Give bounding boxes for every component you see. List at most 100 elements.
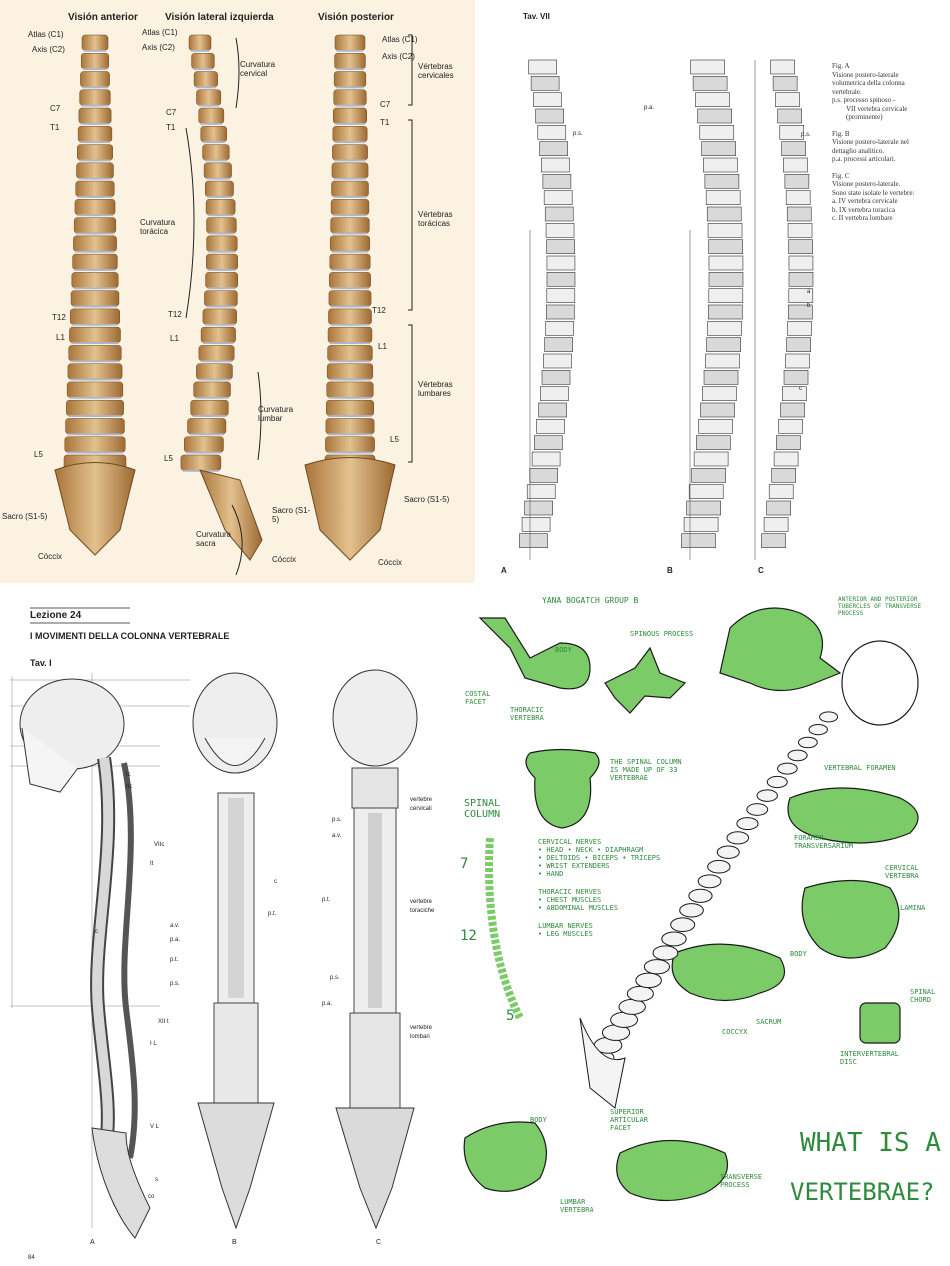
wireframe-segment bbox=[681, 533, 716, 548]
curvature-thoracic: Curvatura torácica bbox=[140, 218, 176, 236]
wireframe-segment bbox=[683, 517, 719, 532]
intervertebral-disc bbox=[78, 177, 112, 180]
wireframe-segment bbox=[530, 76, 560, 91]
lateral-label-axis: Axis (C2) bbox=[142, 43, 175, 52]
technical-drawing-panel: Tav. VII Fig. A Visione postero-laterale… bbox=[475, 0, 950, 583]
wireframe-segment bbox=[761, 533, 786, 548]
nerve-line: • LEG MUSCLES bbox=[538, 930, 593, 938]
caption-line: Visione postero-laterale nel bbox=[832, 138, 909, 146]
lateral-sacrum bbox=[199, 469, 263, 561]
note-coccyx: COCCYX bbox=[722, 1028, 748, 1036]
intervertebral-disc bbox=[69, 396, 121, 399]
wireframe-segment bbox=[779, 125, 805, 140]
note-transverse-process: TRANSVERSE PROCESS bbox=[720, 1173, 763, 1189]
intervertebral-disc bbox=[206, 177, 230, 180]
wireframe-segment bbox=[541, 370, 571, 385]
posterior-label-t12: T12 bbox=[372, 306, 386, 315]
wireframe-segment bbox=[703, 157, 738, 173]
lateral-vertebra bbox=[187, 418, 227, 435]
intervertebral-disc bbox=[83, 68, 107, 71]
wireframe-segment bbox=[531, 451, 561, 467]
intervertebral-disc bbox=[334, 159, 366, 162]
caption-line: VII vertebra cervicale bbox=[846, 104, 908, 113]
lesson-page-panel: Lezione 24 I MOVIMENTI DELLA COLONNA VER… bbox=[0, 588, 460, 1266]
wireframe-segment bbox=[772, 76, 798, 91]
page-number: 84 bbox=[28, 1255, 35, 1261]
intervertebral-disc bbox=[336, 68, 364, 71]
intervertebral-disc bbox=[66, 451, 124, 454]
anterior-vertebra bbox=[67, 363, 123, 380]
lateral-vertebra bbox=[180, 454, 222, 471]
wireframe-segment bbox=[782, 386, 807, 401]
wireframe-segment bbox=[546, 272, 576, 287]
wireframe-segment bbox=[536, 419, 565, 434]
anterior-vertebra bbox=[66, 399, 124, 416]
posterior-vertebra bbox=[331, 162, 369, 179]
mark-ic: Ic bbox=[126, 772, 131, 778]
mark-c: c bbox=[799, 386, 802, 392]
spinal-column-title: SPINAL COLUMN bbox=[464, 798, 501, 820]
wireframe-segment bbox=[535, 108, 564, 124]
lateral-vertebra bbox=[193, 71, 218, 88]
lateral-vertebra bbox=[202, 144, 230, 161]
wireframe-segment bbox=[706, 337, 741, 352]
wireframe-segment bbox=[788, 255, 814, 271]
intervertebral-disc bbox=[70, 360, 120, 363]
caption-line: vertebrale. bbox=[832, 87, 862, 96]
anterior-vertebra bbox=[74, 199, 116, 216]
intervertebral-disc bbox=[81, 104, 109, 107]
region-lumbar-it: vertebre lombari bbox=[410, 1025, 433, 1040]
wireframe-segment bbox=[771, 468, 797, 483]
wireframe-segment bbox=[697, 108, 732, 124]
sketch-vertebra bbox=[766, 775, 788, 789]
anterior-vertebra bbox=[77, 126, 113, 143]
posterior-vertebra bbox=[327, 326, 373, 343]
wireframe-segment bbox=[539, 141, 568, 156]
wireframe-segment bbox=[702, 386, 737, 401]
posterior-vertebra bbox=[330, 199, 370, 216]
posterior-label-coccyx: Cóccix bbox=[378, 558, 403, 567]
sketch-vertebra bbox=[808, 723, 828, 736]
nerve-line: • HEAD • NECK • DIAPHRAGM bbox=[538, 846, 644, 854]
intervertebral-disc bbox=[200, 123, 222, 125]
wireframe-segment bbox=[786, 337, 811, 352]
anterior-vertebra bbox=[65, 418, 125, 435]
wireframe-segment bbox=[541, 157, 570, 173]
intervertebral-disc bbox=[330, 323, 370, 326]
intervertebral-disc bbox=[327, 433, 373, 436]
intervertebral-disc bbox=[207, 287, 236, 290]
posterior-label-atlas: Atlas (C1) bbox=[382, 35, 418, 44]
anterior-vertebra bbox=[70, 308, 120, 325]
wireframe-segment bbox=[788, 272, 814, 287]
label-t12: T12 bbox=[52, 313, 66, 322]
posterior-vertebra bbox=[327, 345, 373, 362]
sketch-vertebra bbox=[626, 985, 654, 1002]
anterior-vertebra bbox=[78, 107, 112, 124]
count-cervical: 7 bbox=[460, 856, 469, 872]
intervertebral-disc bbox=[202, 141, 225, 144]
intervertebral-disc bbox=[337, 50, 363, 52]
lateral-label-t1: T1 bbox=[166, 123, 176, 132]
mark-av-c: a.v. bbox=[332, 833, 342, 839]
posterior-label-l1: L1 bbox=[378, 342, 387, 351]
mark-pa-c: p.a. bbox=[322, 1001, 333, 1007]
sketch-vertebra bbox=[635, 972, 662, 989]
sketch-vertebra bbox=[787, 749, 808, 762]
intervertebral-disc bbox=[208, 250, 236, 253]
caption-line: volumetrica della colonna bbox=[832, 79, 905, 87]
note-foramen-transversarium: FORAMEN TRANSVERSARIUM bbox=[794, 834, 854, 850]
wireframe-segment bbox=[783, 157, 808, 173]
note-sacrum: SACRUM bbox=[756, 1018, 782, 1026]
posterior-vertebra bbox=[329, 235, 371, 252]
intervertebral-disc bbox=[328, 396, 372, 399]
anterior-vertebra bbox=[68, 345, 122, 362]
posterior-vertebra bbox=[332, 144, 368, 161]
anterior-vertebra bbox=[71, 272, 119, 289]
sketch-vertebra bbox=[726, 831, 750, 845]
intervertebral-disc bbox=[198, 104, 219, 107]
posterior-vertebra bbox=[329, 272, 371, 289]
wireframe-segment bbox=[788, 288, 814, 303]
caption-line: a. IV vertebra cervicale bbox=[832, 197, 898, 205]
lateral-vertebra bbox=[205, 180, 234, 197]
plate-title: Tav. VII bbox=[523, 12, 550, 21]
